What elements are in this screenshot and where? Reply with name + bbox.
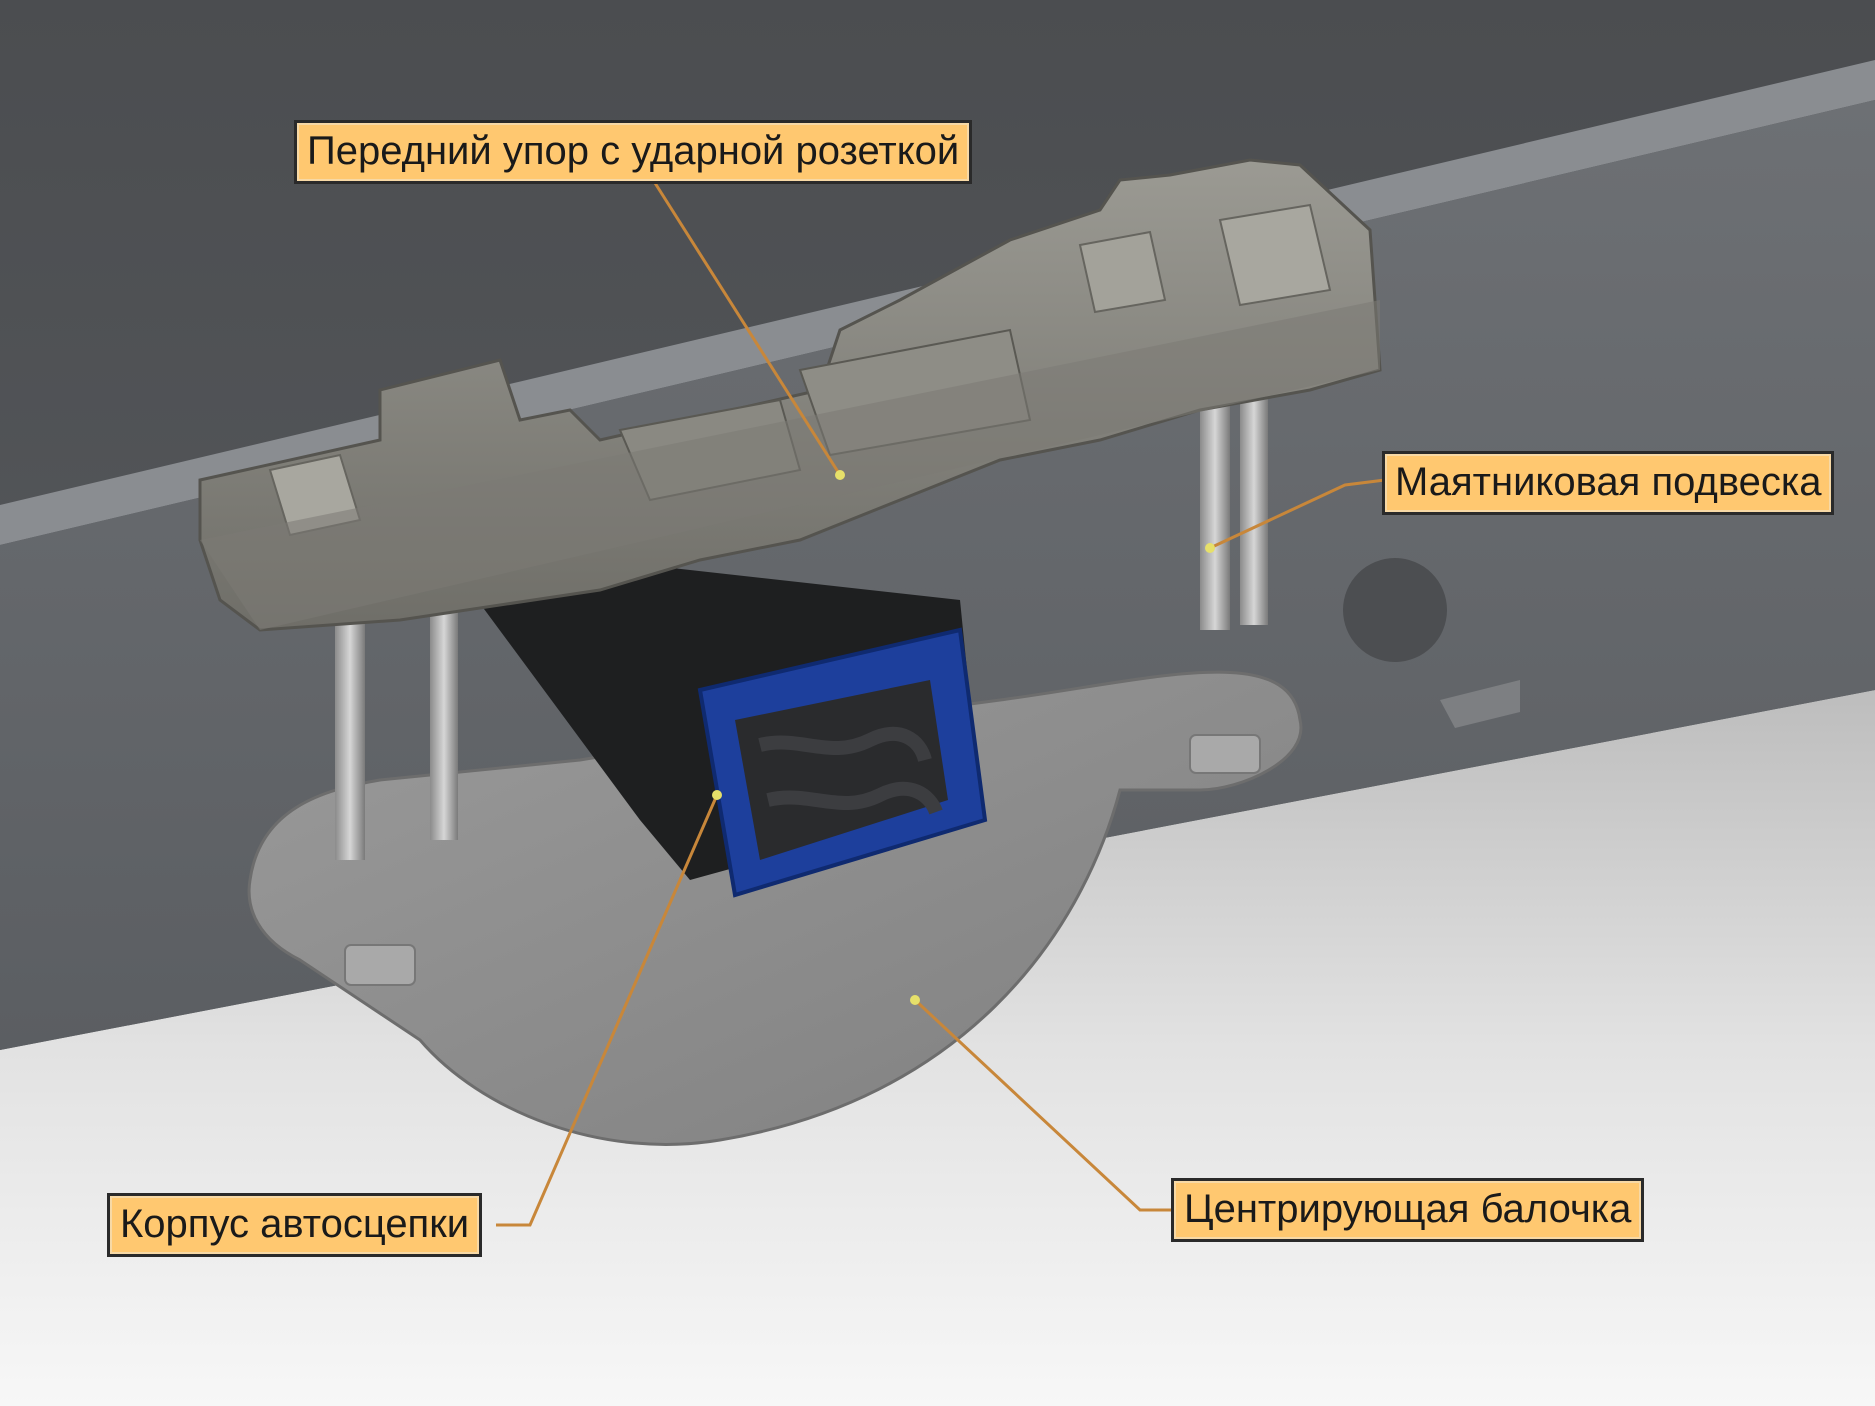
coupler-opening [735, 680, 948, 860]
dot-coupler-body [712, 790, 722, 800]
centering-beam-plate [247, 670, 1303, 1146]
leader-centering-beam [913, 998, 1175, 1212]
beam-hole [1343, 558, 1447, 662]
pendulum-rod-right-1 [1200, 400, 1230, 630]
leader-dots [712, 470, 1215, 1005]
pendulum-rod-left-2 [430, 590, 458, 840]
callout-centering-beam: Центрирующая балочка [1171, 1178, 1645, 1242]
callout-coupler-body: Корпус автосцепки [107, 1193, 483, 1257]
leader-front-stop [653, 182, 842, 476]
callout-pendulum-suspension: Маятниковая подвеска [1382, 451, 1835, 515]
dot-front-stop [835, 470, 845, 480]
pendulum-rod-right-2 [1240, 395, 1268, 625]
leader-lines [496, 182, 1386, 1227]
callout-front-stop: Передний упор с ударной розеткой [294, 120, 973, 184]
pendulum-rod-left-1 [335, 600, 365, 860]
plate-tab-left [344, 944, 416, 986]
casting-rib-2 [1218, 203, 1332, 307]
leader-pendulum [1209, 478, 1386, 550]
coupler-knuckle-ridge-1 [758, 727, 932, 763]
dot-centering-beam [910, 995, 920, 1005]
casting-lower-face [200, 300, 1380, 630]
dot-pendulum [1205, 543, 1215, 553]
casting-rib-3 [1078, 230, 1167, 314]
beam-bracket [1440, 680, 1520, 728]
leader-coupler-body [496, 794, 719, 1227]
coupler-knuckle-ridge-2 [766, 781, 943, 815]
plate-tab-right [1189, 734, 1261, 774]
